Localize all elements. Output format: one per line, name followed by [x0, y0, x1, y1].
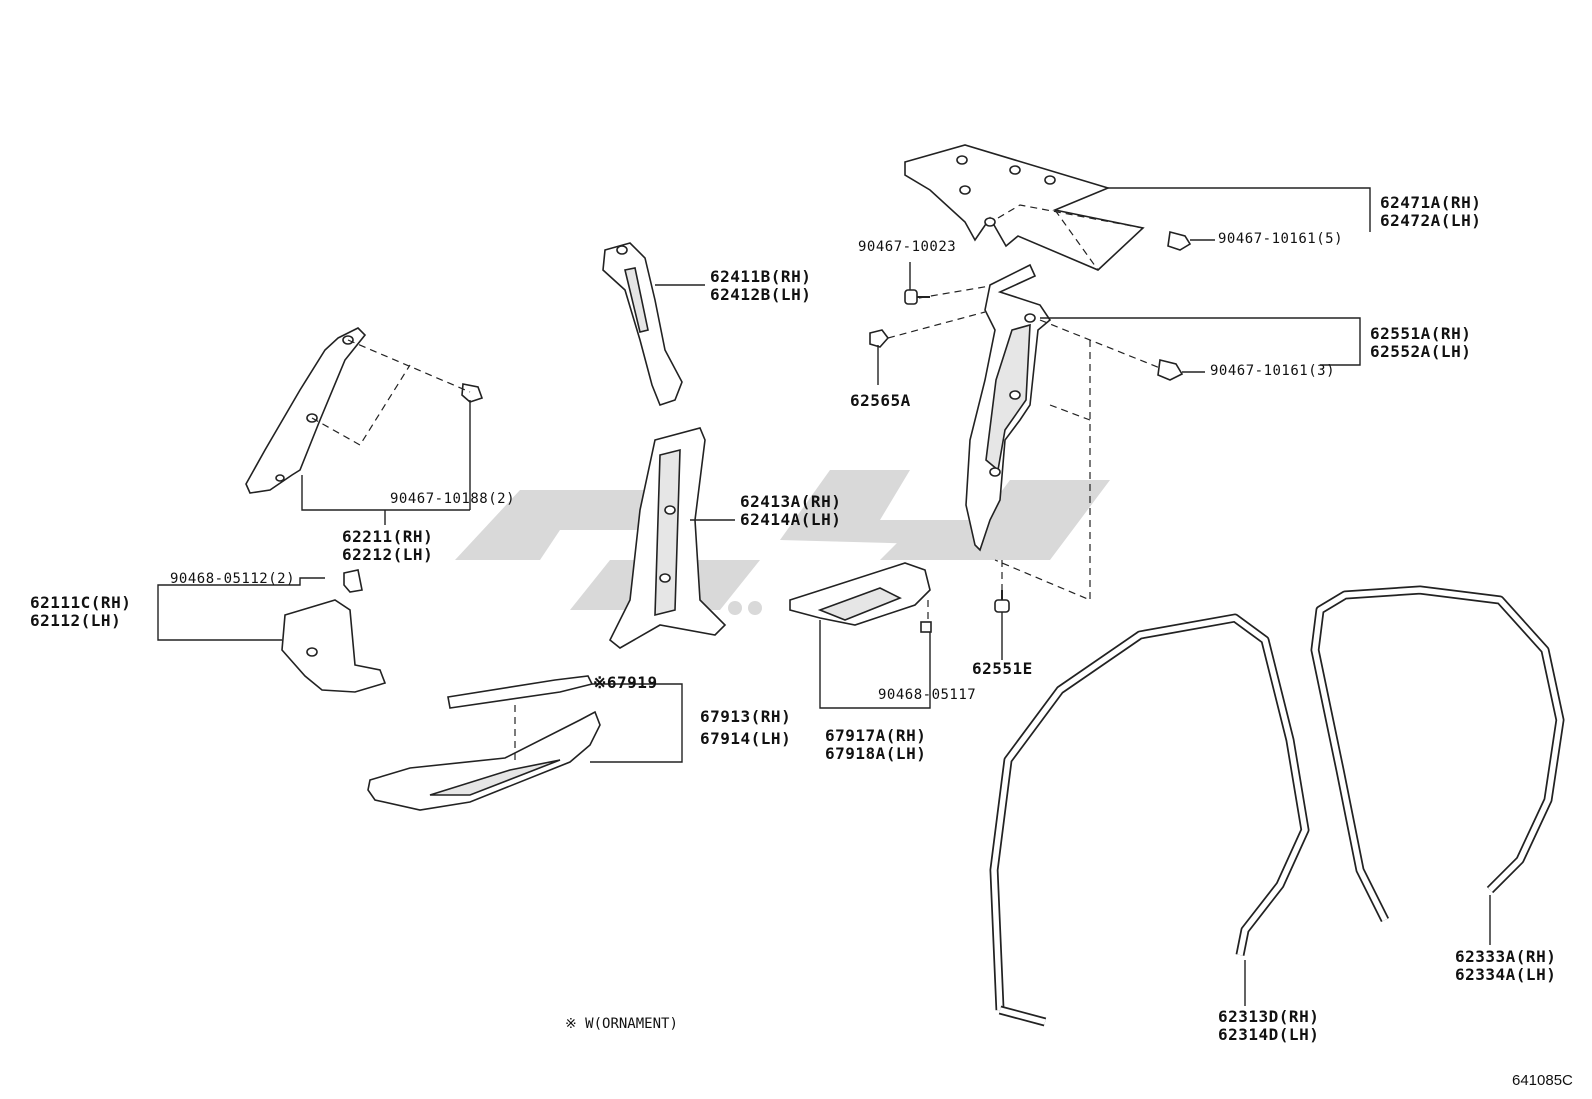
label-67913-lh: 67914(LH): [700, 729, 792, 748]
label-90467-10188[interactable]: 90467-10188(2): [390, 491, 516, 507]
watermark-logo: [455, 470, 1110, 615]
part-67913-scuff-plate[interactable]: [367, 710, 601, 811]
label-90467-10023[interactable]: 90467-10023: [858, 239, 957, 255]
label-62551A[interactable]: 62551A(RH) 62552A(LH): [1370, 325, 1471, 361]
clip-62565A[interactable]: [869, 329, 890, 348]
label-62413A-lh: 62414A(LH): [740, 510, 842, 529]
clip-90468-05112[interactable]: [343, 569, 363, 593]
leader-lines: [157, 187, 1491, 1006]
label-62551A-lh: 62552A(LH): [1370, 342, 1472, 361]
part-67917-scuff-plate[interactable]: [789, 562, 931, 626]
screw-90467-10023[interactable]: [904, 289, 930, 305]
part-62411-pillar-upper[interactable]: [602, 242, 683, 406]
label-62413A[interactable]: 62413A(RH) 62414A(LH): [740, 493, 841, 529]
label-62211-rh: 62211(RH): [342, 527, 434, 546]
part-62413-pillar-lower[interactable]: [608, 427, 727, 649]
label-67917A[interactable]: 67917A(RH) 67918A(LH): [825, 727, 926, 763]
label-62471A-lh: 62472A(LH): [1380, 211, 1482, 230]
label-67913-rh: 67913(RH): [700, 707, 792, 726]
label-62211-lh: 62212(LH): [342, 545, 434, 564]
part-67919-ornament[interactable]: [447, 675, 594, 709]
label-62333A[interactable]: 62333A(RH) 62334A(LH): [1455, 948, 1556, 984]
diagram-code: 641085C: [1512, 1072, 1573, 1089]
label-67917A-rh: 67917A(RH): [825, 726, 927, 745]
label-62333A-rh: 62333A(RH): [1455, 947, 1557, 966]
part-62471-roof-trim[interactable]: [904, 144, 1145, 271]
clip-90467-10161-upper[interactable]: [1167, 230, 1192, 251]
part-62333-door-weatherstrip[interactable]: [1310, 585, 1565, 923]
label-62313D-rh: 62313D(RH): [1218, 1007, 1320, 1026]
label-67913[interactable]: 67913(RH) 67914(LH): [700, 706, 791, 750]
label-62111C-lh: 62112(LH): [30, 611, 122, 630]
label-62313D-lh: 62314D(LH): [1218, 1025, 1320, 1044]
label-62551A-rh: 62551A(RH): [1370, 324, 1472, 343]
part-62111-cowl-trim[interactable]: [281, 599, 387, 693]
assembly-dashed-lines: [311, 204, 1161, 765]
label-62411B-lh: 62412B(LH): [710, 285, 812, 304]
screw-62551E[interactable]: [994, 590, 1010, 613]
label-67919[interactable]: ※67919: [593, 673, 658, 692]
label-62111C-rh: 62111C(RH): [30, 593, 132, 612]
label-62111C[interactable]: 62111C(RH) 62112(LH): [30, 594, 131, 630]
label-62333A-lh: 62334A(LH): [1455, 965, 1557, 984]
label-62565A[interactable]: 62565A: [850, 391, 911, 410]
label-62471A[interactable]: 62471A(RH) 62472A(LH): [1380, 194, 1481, 230]
label-90467-10161-3[interactable]: 90467-10161(3): [1210, 363, 1336, 379]
part-62211-front-pillar[interactable]: [245, 327, 367, 494]
label-62551E[interactable]: 62551E: [972, 659, 1033, 678]
part-62551-pillar-trim[interactable]: [965, 263, 1052, 552]
label-62471A-rh: 62471A(RH): [1380, 193, 1482, 212]
label-67917A-lh: 67918A(LH): [825, 744, 927, 763]
label-62411B-rh: 62411B(RH): [710, 267, 812, 286]
label-62211[interactable]: 62211(RH) 62212(LH): [342, 528, 433, 564]
label-90467-10161-5[interactable]: 90467-10161(5): [1218, 231, 1344, 247]
label-62411B[interactable]: 62411B(RH) 62412B(LH): [710, 268, 811, 304]
nut-90468-05117[interactable]: [920, 621, 932, 633]
label-62413A-rh: 62413A(RH): [740, 492, 842, 511]
label-62313D[interactable]: 62313D(RH) 62314D(LH): [1218, 1008, 1319, 1044]
part-62313-door-weatherstrip[interactable]: [989, 613, 1310, 1027]
footnote-ornament: ※ W(ORNAMENT): [565, 1016, 678, 1032]
clip-90467-10188[interactable]: [461, 383, 484, 403]
label-90468-05112[interactable]: 90468-05112(2): [170, 571, 296, 587]
clip-90467-10161-lower[interactable]: [1157, 359, 1184, 381]
label-90468-05117[interactable]: 90468-05117: [878, 687, 977, 703]
